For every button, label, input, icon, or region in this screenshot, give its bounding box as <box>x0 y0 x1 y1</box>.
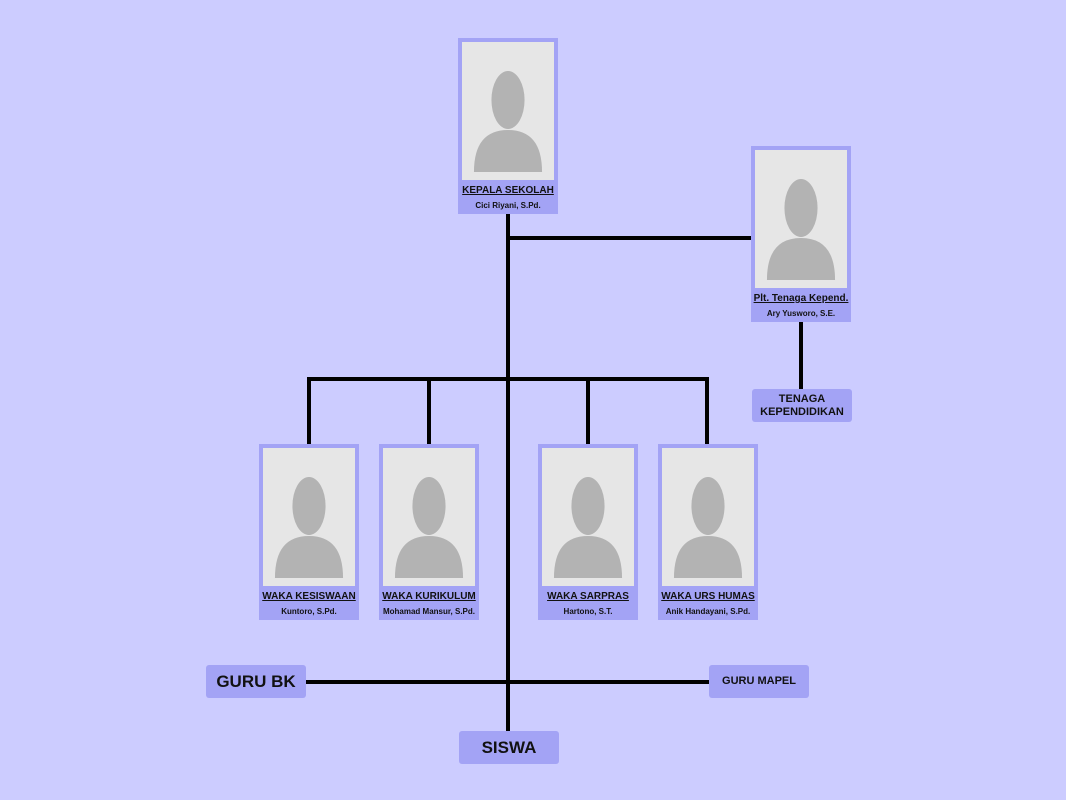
photo-placeholder <box>542 448 634 586</box>
photo-placeholder <box>462 42 554 180</box>
card-plt-tenaga-kepend: Plt. Tenaga Kepend. Ary Yusworo, S.E. <box>751 146 851 322</box>
card-kepala-sekolah: KEPALA SEKOLAH Cici Riyani, S.Pd. <box>458 38 558 214</box>
photo-placeholder <box>263 448 355 586</box>
person-name: Cici Riyani, S.Pd. <box>475 201 541 210</box>
person-silhouette-icon <box>673 477 743 578</box>
role-title: WAKA KURIKULUM <box>382 591 476 602</box>
person-silhouette-icon <box>394 477 464 578</box>
box-label-line1: TENAGA <box>778 392 826 405</box>
card-waka-urs-humas: WAKA URS HUMAS Anik Handayani, S.Pd. <box>658 444 758 620</box>
box-siswa: SISWA <box>459 731 559 764</box>
role-title: Plt. Tenaga Kepend. <box>753 293 849 304</box>
card-waka-kurikulum: WAKA KURIKULUM Mohamad Mansur, S.Pd. <box>379 444 479 620</box>
box-guru-mapel: GURU MAPEL <box>709 665 809 698</box>
person-name: Anik Handayani, S.Pd. <box>665 607 751 616</box>
photo-placeholder <box>662 448 754 586</box>
person-name: Ary Yusworo, S.E. <box>766 309 836 318</box>
person-silhouette-icon <box>553 477 623 578</box>
photo-placeholder <box>383 448 475 586</box>
box-label-line2: KEPENDIDIKAN <box>760 405 844 418</box>
person-silhouette-icon <box>274 477 344 578</box>
card-waka-sarpras: WAKA SARPRAS Hartono, S.T. <box>538 444 638 620</box>
card-waka-kesiswaan: WAKA KESISWAAN Kuntoro, S.Pd. <box>259 444 359 620</box>
role-title: WAKA KESISWAAN <box>262 591 356 602</box>
role-title: KEPALA SEKOLAH <box>462 185 554 196</box>
person-silhouette-icon <box>766 179 836 280</box>
role-title: WAKA SARPRAS <box>547 591 629 602</box>
role-title: WAKA URS HUMAS <box>661 591 755 602</box>
person-name: Kuntoro, S.Pd. <box>281 607 337 616</box>
box-guru-bk: GURU BK <box>206 665 306 698</box>
person-name: Hartono, S.T. <box>563 607 613 616</box>
box-tenaga-kependidikan: TENAGA KEPENDIDIKAN <box>752 389 852 422</box>
person-silhouette-icon <box>473 71 543 172</box>
photo-placeholder <box>755 150 847 288</box>
person-name: Mohamad Mansur, S.Pd. <box>382 607 475 616</box>
